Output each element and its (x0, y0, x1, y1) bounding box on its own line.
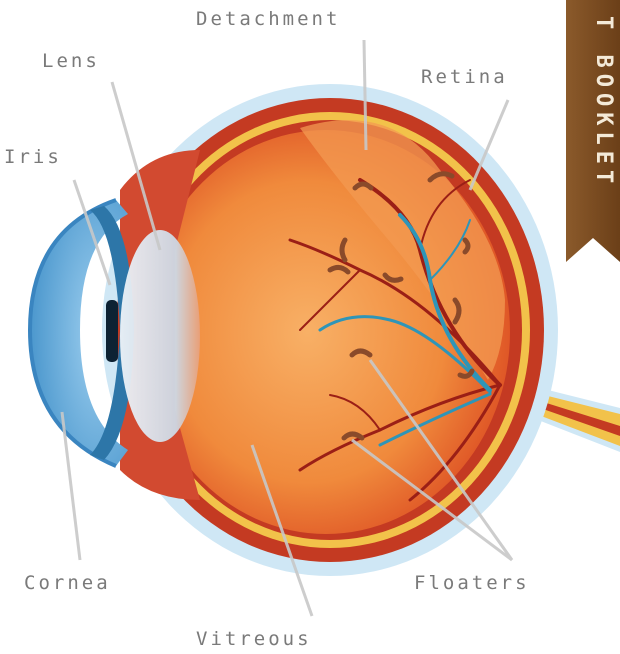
label-cornea: Cornea (24, 572, 111, 594)
label-iris: Iris (4, 146, 62, 168)
label-retina: Retina (421, 66, 508, 88)
label-vitreous: Vitreous (196, 628, 312, 650)
booklet-tab-text: T BOOKLET (568, 16, 616, 246)
pupil (106, 300, 118, 362)
label-lens: Lens (42, 50, 100, 72)
label-detachment: Detachment (196, 8, 340, 30)
lens (120, 230, 200, 442)
label-floaters: Floaters (414, 572, 530, 594)
